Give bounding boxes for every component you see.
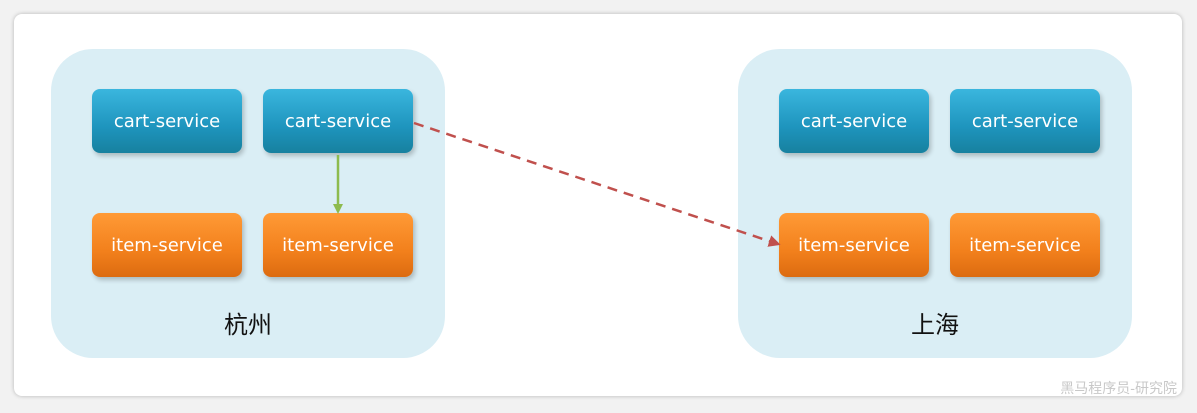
watermark: 黑马程序员-研究院: [1060, 381, 1177, 397]
shanghai-cart-service-2: cart-service: [950, 89, 1100, 153]
hangzhou-item-service-1: item-service: [92, 213, 242, 277]
region-label-shanghai: 上海: [911, 311, 959, 339]
shanghai-cart-service-1: cart-service: [779, 89, 929, 153]
shanghai-item-service-1: item-service: [779, 213, 929, 277]
hangzhou-cart-service-2: cart-service: [263, 89, 413, 153]
hangzhou-item-service-2: item-service: [263, 213, 413, 277]
shanghai-item-service-2: item-service: [950, 213, 1100, 277]
hangzhou-cart-service-1: cart-service: [92, 89, 242, 153]
region-label-hangzhou: 杭州: [224, 311, 272, 339]
